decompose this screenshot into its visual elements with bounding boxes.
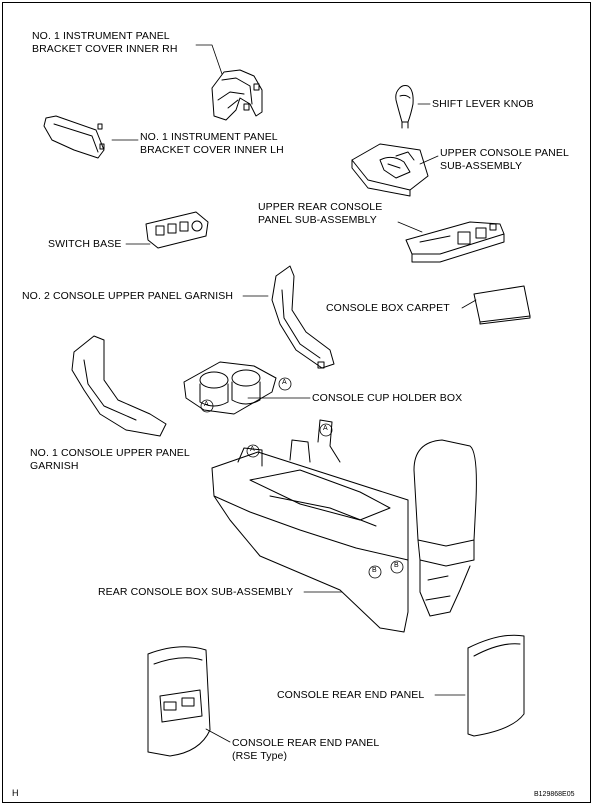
label-rear-console-box: REAR CONSOLE BOX SUB-ASSEMBLY bbox=[98, 586, 294, 598]
label-console-box-carpet: CONSOLE BOX CARPET bbox=[326, 302, 450, 314]
no2-garnish-part bbox=[271, 265, 335, 369]
rear-end-panel-rse-part bbox=[147, 646, 211, 757]
no1-garnish-part bbox=[71, 335, 167, 437]
label-console-rear-end-panel-rse: CONSOLE REAR END PANEL(RSE Type) bbox=[232, 737, 380, 762]
upper-console-panel-part bbox=[351, 143, 429, 197]
bracket-cover-rh-part bbox=[211, 69, 263, 121]
cup-holder-part bbox=[183, 361, 277, 415]
label-switch-base: SWITCH BASE bbox=[48, 238, 122, 250]
shift-knob-part bbox=[395, 85, 414, 129]
marker-a-2: A bbox=[204, 401, 209, 408]
marker-b-1: B bbox=[372, 567, 377, 574]
corner-mark: H bbox=[12, 788, 19, 798]
label-shift-lever-knob: SHIFT LEVER KNOB bbox=[432, 98, 534, 110]
carpet-part bbox=[473, 285, 531, 325]
upper-rear-console-panel-part bbox=[405, 221, 505, 263]
marker-a-3: A bbox=[250, 446, 255, 453]
rear-console-box-part bbox=[211, 419, 477, 633]
bracket-cover-lh-part bbox=[43, 115, 105, 159]
switch-base-part bbox=[145, 211, 209, 249]
figure-id: B129868E05 bbox=[534, 791, 575, 798]
marker-a-4: A bbox=[323, 425, 328, 432]
label-console-cup-holder-box: CONSOLE CUP HOLDER BOX bbox=[312, 392, 463, 404]
label-console-rear-end-panel: CONSOLE REAR END PANEL bbox=[277, 689, 425, 701]
label-no2-console-upper-panel-garnish: NO. 2 CONSOLE UPPER PANEL GARNISH bbox=[22, 290, 234, 302]
marker-circles bbox=[200, 377, 404, 579]
rear-end-panel-part bbox=[467, 634, 525, 737]
marker-b-2: B bbox=[394, 562, 399, 569]
marker-a-1: A bbox=[282, 379, 287, 386]
